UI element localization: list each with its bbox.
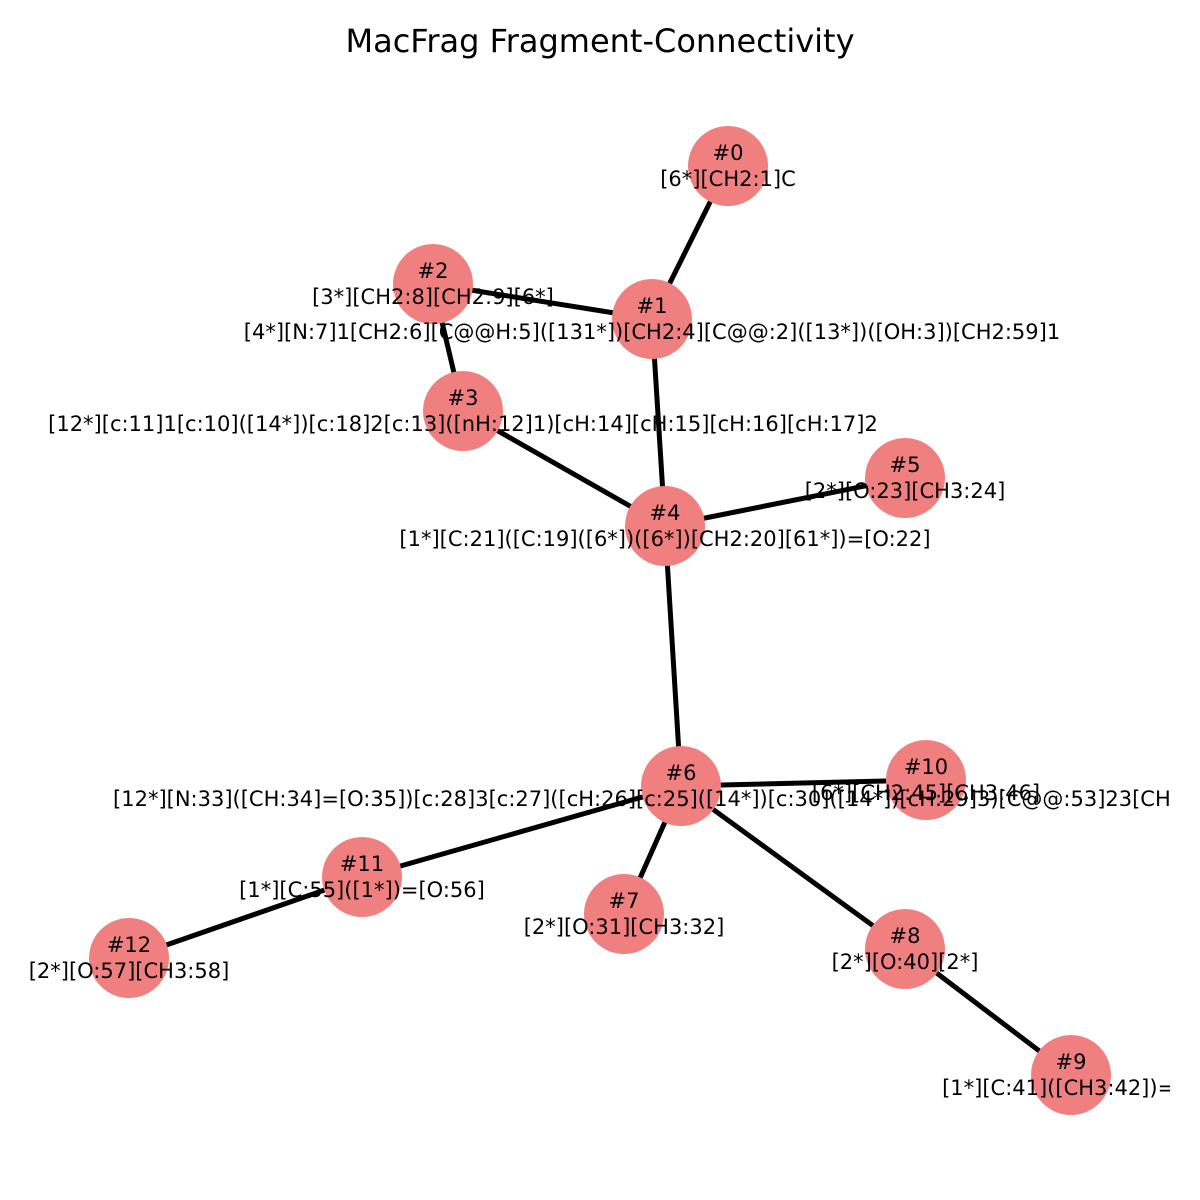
node-10 [886,740,966,820]
node-label-6: #6[12*][N:33]([CH:34]=[O:35])[c:28]3[c:2… [113,761,1200,811]
node-label-11: #11[1*][C:55]([1*])=[O:56] [239,852,485,902]
node-id-text: #2 [418,259,449,283]
edge-6-8 [678,783,908,952]
node-3 [423,371,503,451]
edge-6-11 [359,783,684,880]
node-smiles-text: [2*][O:57][CH3:58] [29,959,230,983]
edge-6-10 [678,777,929,789]
node-smiles-text: [3*][CH2:8][CH2:9][6*] [312,285,554,309]
node-label-4: #4[1*][C:21]([C:19]([6*])([6*])[CH2:20][… [399,501,930,551]
node-8 [865,909,945,989]
node-id-text: #12 [107,933,151,957]
edge-4-6 [662,523,684,789]
node-smiles-text: [2*][O:40][2*] [832,950,979,974]
node-smiles-text: [4*][N:7]1[CH2:6][C@@H:5]([131*])[CH2:4]… [244,320,1060,344]
node-smiles-text: [6*][CH2:1]C [660,167,796,191]
node-smiles-text: [2*][O:23][CH3:24] [805,479,1006,503]
node-id-text: #6 [666,761,697,785]
node-label-10: #10[6*][CH2:45][CH3:46] [812,755,1040,805]
node-7 [584,874,664,954]
node-smiles-text: [12*][c:11]1[c:10]([14*])[c:18]2[c:13]([… [48,412,878,436]
node-id-text: #5 [890,453,921,477]
node-label-2: #2[3*][CH2:8][CH2:9][6*] [312,259,554,309]
node-9 [1031,1035,1111,1115]
diagram-title: MacFrag Fragment-Connectivity [345,22,855,60]
labels-layer: #0[6*][CH2:1]C #1[4*][N:7]1[CH2:6][C@@H:5… [29,141,1200,1100]
edge-11-12 [126,874,365,961]
node-id-text: #8 [890,924,921,948]
nodes-layer [89,126,1111,1115]
node-label-7: #7[2*][O:31][CH3:32] [524,889,725,939]
node-smiles-text: [2*][O:31][CH3:32] [524,915,725,939]
node-smiles-text: [1*][C:21]([C:19]([6*])([6*])[CH2:20][61… [399,527,930,551]
node-4 [625,486,705,566]
node-label-0: #0[6*][CH2:1]C [660,141,796,191]
node-smiles-text: [6*][CH2:45][CH3:46] [812,781,1040,805]
node-11 [322,837,402,917]
node-label-8: #8[2*][O:40][2*] [832,924,979,974]
node-label-5: #5[2*][O:23][CH3:24] [805,453,1006,503]
node-label-9: #9[1*][C:41]([CH3:42])=[O [942,1050,1200,1100]
node-id-text: #9 [1056,1050,1087,1074]
node-6 [641,746,721,826]
edge-4-5 [662,475,908,529]
node-smiles-text: [1*][C:41]([CH3:42])=[O [942,1076,1200,1100]
node-1 [612,279,692,359]
node-id-text: #1 [637,294,668,318]
node-smiles-text: [1*][C:55]([1*])=[O:56] [239,878,485,902]
node-2 [393,244,473,324]
node-12 [89,918,169,998]
node-id-text: #4 [650,501,681,525]
node-id-text: #0 [713,141,744,165]
node-id-text: #3 [448,386,479,410]
node-label-3: #3[12*][c:11]1[c:10]([14*])[c:18]2[c:13]… [48,386,878,436]
node-0 [688,126,768,206]
node-id-text: #10 [904,755,948,779]
node-id-text: #7 [609,889,640,913]
node-5 [865,438,945,518]
node-id-text: #11 [340,852,384,876]
node-label-12: #12[2*][O:57][CH3:58] [29,933,230,983]
node-smiles-text: [12*][N:33]([CH:34]=[O:35])[c:28]3[c:27]… [113,787,1200,811]
node-label-1: #1[4*][N:7]1[CH2:6][C@@H:5]([131*])[CH2:… [244,294,1060,344]
